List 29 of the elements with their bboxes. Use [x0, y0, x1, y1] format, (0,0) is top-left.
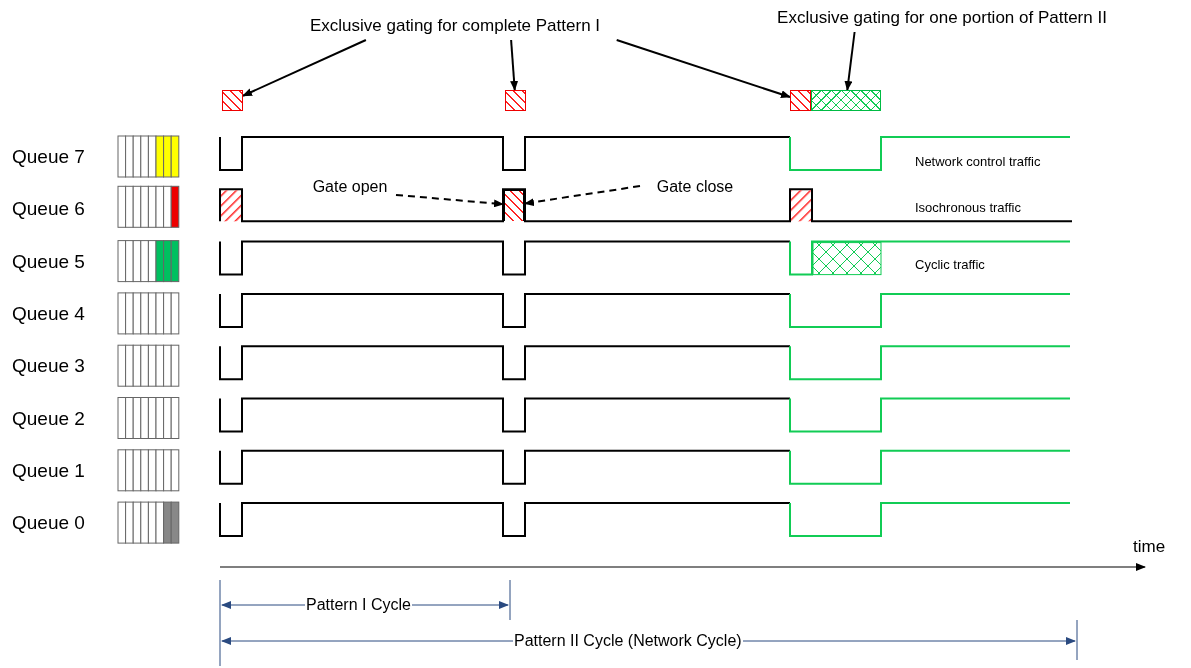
queue-label: Queue 1 [12, 460, 85, 480]
queue-label: Queue 2 [12, 408, 85, 428]
arrow [615, 39, 791, 99]
gate-window [790, 90, 811, 111]
traffic-label: Network control traffic [915, 155, 1041, 168]
axis-label: time [1133, 538, 1166, 555]
gate-window [505, 90, 526, 111]
traffic-label: Isochronous traffic [915, 201, 1021, 214]
gate-window [503, 189, 525, 221]
traffic-label: Cyclic traffic [915, 258, 985, 271]
dimension-label: Pattern I Cycle [305, 597, 412, 613]
queue-label: Queue 0 [12, 513, 85, 533]
arrow [395, 193, 504, 208]
gate-window [222, 90, 243, 111]
arrow [242, 39, 367, 97]
arrow [844, 31, 856, 91]
arrow [524, 185, 641, 207]
queue-label: Queue 3 [12, 356, 85, 376]
arrow [510, 39, 519, 91]
annotation-text: Gate open [300, 175, 400, 199]
annotation-text: Gate close [645, 175, 745, 199]
dimension-label: Pattern II Cycle (Network Cycle) [513, 633, 743, 649]
queue-label: Queue 6 [12, 199, 85, 219]
queue-label: Queue 5 [12, 251, 85, 271]
cyclic-traffic-window [811, 90, 881, 111]
annotation-text: Exclusive gating for one portion of Pattern II [752, 4, 1132, 32]
queue-label: Queue 4 [12, 303, 85, 323]
annotation-text: Exclusive gating for complete Pattern I [290, 12, 620, 40]
queue-label: Queue 7 [12, 147, 85, 166]
